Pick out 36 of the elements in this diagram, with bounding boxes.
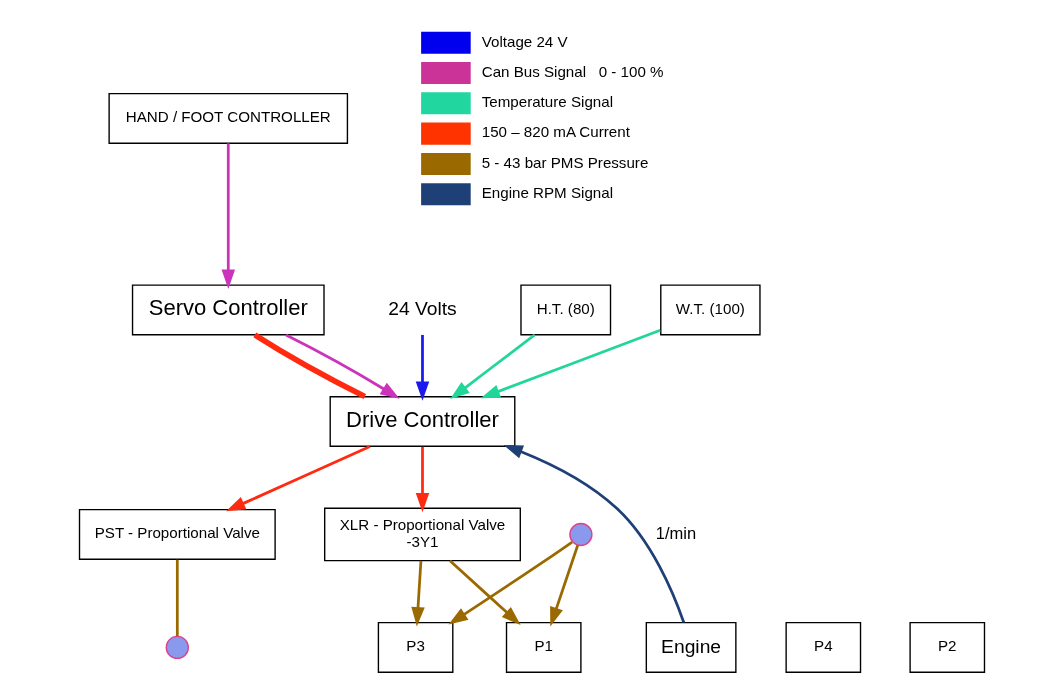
node-box: W.T. (100): [660, 284, 761, 336]
node-box: P1: [505, 621, 582, 673]
node-box: P3: [377, 621, 454, 673]
legend-label: Engine RPM Signal: [481, 184, 614, 202]
node-box: XLR - Proportional Valve -3Y1: [324, 507, 521, 562]
node-box: Servo Controller: [131, 284, 325, 336]
arrow: [503, 445, 686, 624]
node-circle: [569, 522, 593, 547]
node-box: Engine: [645, 621, 737, 673]
arrow: [285, 333, 400, 399]
legend-label: Temperature Signal: [481, 93, 614, 111]
node-box: P2: [909, 621, 986, 673]
arrow: [449, 559, 521, 626]
node-box: H.T. (80): [520, 284, 612, 336]
arrow: [450, 333, 536, 400]
node-box: Drive Controller: [329, 396, 516, 447]
arrow: [480, 329, 661, 399]
node-circle: [165, 635, 189, 660]
arrow: [415, 334, 430, 401]
arrow: [226, 445, 371, 512]
legend-label: 5 - 43 bar PMS Pressure: [481, 153, 649, 171]
legend-label: 150 – 820 mA Current: [481, 123, 630, 141]
legend-label: Voltage 24 V: [481, 32, 568, 50]
edge-label: 1/min: [655, 523, 697, 543]
arrow: [221, 143, 236, 289]
arrow: [550, 544, 580, 627]
node-box: HAND / FOOT CONTROLLER: [108, 93, 349, 144]
arrow: [411, 560, 425, 627]
arrow: [448, 540, 573, 625]
node-text: 24 Volts: [388, 298, 457, 320]
connector: [253, 332, 367, 400]
legend-label: Can Bus Signal 0 - 100 %: [481, 62, 664, 80]
arrow: [415, 446, 430, 513]
node-box: P4: [785, 621, 862, 673]
connector: [175, 559, 179, 637]
node-box: PST - Proportional Valve: [78, 509, 276, 560]
